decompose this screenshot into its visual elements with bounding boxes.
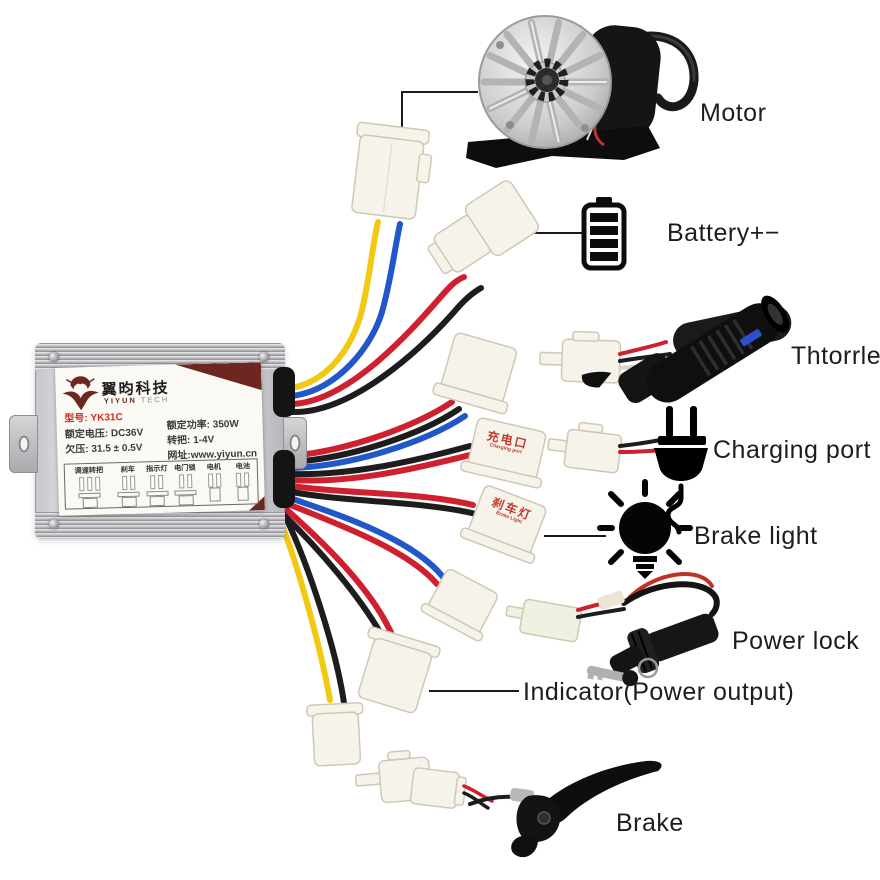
pinout-diagram: 调速转把 刹车 指示灯 电门锁 [63,458,259,510]
brand-name-en: YIYUN TECH [103,394,170,406]
motor-label: Motor [700,99,767,127]
controller-box: 翼昀科技 YIYUN TECH 型号: YK31C 额定电压: DC36V 欠压… [9,343,307,539]
power-lock-label: Power lock [732,627,860,655]
screw-icon [49,352,59,362]
spec-power: 额定功率: 350W [166,418,240,432]
power-lock-connector [420,568,498,642]
wire-grommet-bottom [273,450,295,508]
pin-column-motor: 电机 [199,460,229,502]
controller-label: 翼昀科技 YIYUN TECH 型号: YK31C 额定电压: DC36V 欠压… [54,362,266,516]
pin-column-powerlock: 电门锁 [171,461,201,506]
brake-light-icon [597,479,693,579]
aux-connector [306,701,364,767]
battery-label: Battery+− [667,219,780,247]
charging-port-icon [654,406,708,535]
battery-connector [427,180,539,275]
charging-port-label: Charging port [713,436,871,464]
charging-mating-connector [547,421,623,474]
brake-mating-connector [409,767,467,809]
pin-column-indicator: 指示灯 [142,462,172,507]
screw-icon [49,519,59,529]
throttle-image [581,295,792,404]
wires-bottom-bundle [275,399,479,706]
pin-column-battery: 电池 [228,459,258,501]
brake-label: Brake [616,809,684,837]
pin-column-throttle: 调速转把 [65,463,115,509]
battery-icon [581,197,627,271]
power-lock-mating-connector [505,598,583,643]
power-lock-image [586,572,720,687]
wires-top-bundle [289,219,484,416]
brake-light-label: Brake light [694,522,818,550]
heatsink-fins-bottom [35,512,285,539]
screw-icon [259,352,269,362]
model-number: 型号: YK31C [64,412,123,425]
wire-grommet-top [273,367,295,417]
spec-undervoltage: 欠压: 31.5 ± 0.5V [65,442,143,456]
pin-column-brake: 刹车 [113,463,143,508]
motor-image [466,15,699,168]
throttle-label: Thtorrle [791,342,880,370]
mounting-tab-left [9,415,38,473]
charging-connector [460,417,547,489]
yiyun-logo-icon [62,376,99,411]
motor-connector [351,121,433,220]
indicator-label: Indicator(Power output) [523,678,795,706]
screw-icon [259,519,269,529]
label-corner-accent [175,362,262,392]
brake-image [468,760,662,858]
throttle-connector [432,332,517,415]
spec-throttle: 转把: 1-4V [166,434,215,447]
indicator-connector [357,626,441,714]
motor-leader-line [401,91,478,132]
brake-light-connector [459,485,547,564]
